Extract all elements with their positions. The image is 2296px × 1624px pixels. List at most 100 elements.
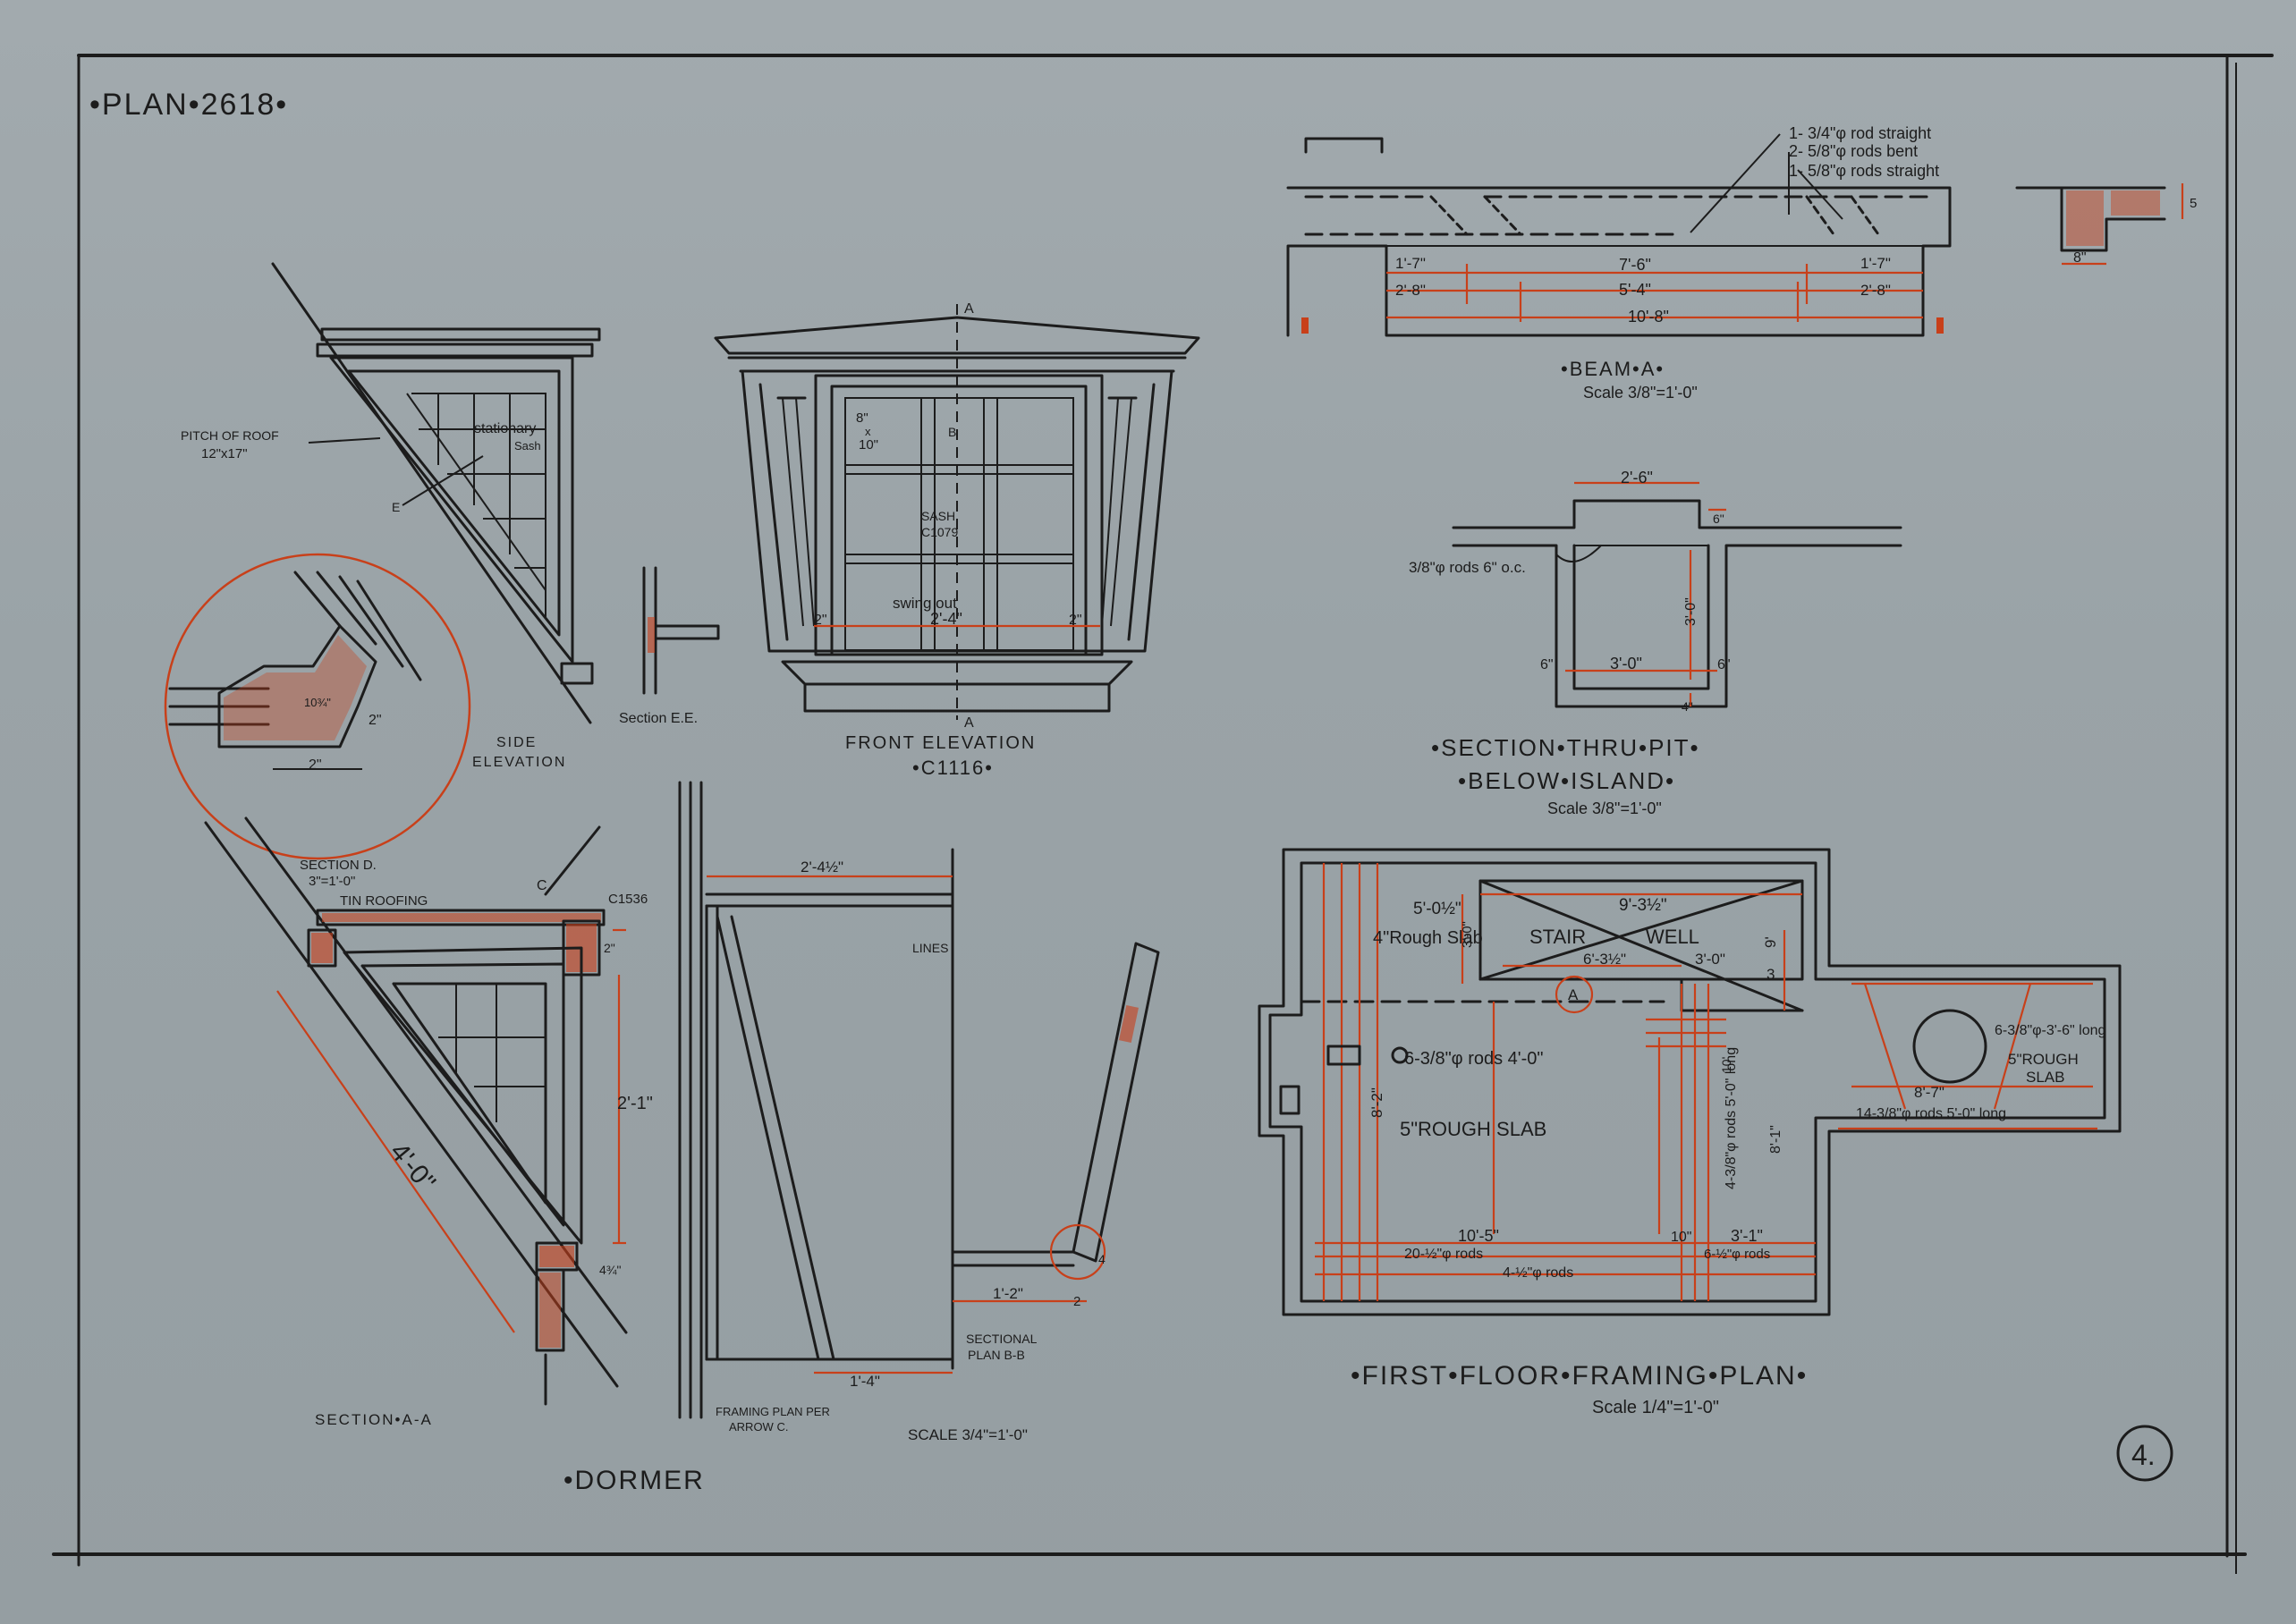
pit-dim-top: 2'-6" (1621, 469, 1653, 486)
ff-d9: 10' (1719, 1057, 1733, 1073)
dormer-scale: SCALE 3/4"=1'-0" (908, 1426, 1028, 1443)
section-aa-dim-top: 2" (604, 941, 615, 955)
ff-rods1: 6-3/8"φ rods 4'-0" (1404, 1049, 1544, 1069)
cut-mark-e: E (392, 500, 400, 514)
ff-d13: 3'-1" (1731, 1227, 1763, 1245)
plan-number: •PLAN•2618• (89, 88, 288, 122)
beam-note-2: 2- 5/8"φ rods bent (1789, 142, 1918, 160)
ff-beam-a: A (1568, 986, 1579, 1003)
sheet-number-badge: 4. (2116, 1425, 2173, 1482)
front-elevation-code: •C1116• (912, 757, 994, 779)
ff-d6: 9' (1762, 936, 1779, 948)
first-floor-scale: Scale 1/4"=1'-0" (1592, 1398, 1719, 1417)
sectional-mark: 4 (1098, 1252, 1106, 1266)
pit-title-2: •BELOW•ISLAND• (1458, 767, 1675, 794)
glass-size-2: x (865, 425, 871, 438)
first-floor-plan: 5'-0½" 9'-3½" 4"Rough Slab STAIR WELL 6'… (1258, 848, 2122, 1417)
beam-dim-r2-a: 2'-8" (1395, 282, 1426, 299)
detail-dim-width: 2" (309, 757, 322, 773)
sash-note-2: Sash (514, 439, 541, 453)
tin-roofing-note: TIN ROOFING (340, 893, 428, 909)
sash-label-2: C1079 (921, 525, 958, 539)
ff-d2: 9'-3½" (1619, 896, 1667, 915)
beam-a: 1- 3/4"φ rod straight 2- 5/8"φ rods bent… (1286, 124, 2197, 402)
framing-label-2: ARROW C. (729, 1420, 788, 1434)
pit-rod-note: 3/8"φ rods 6" o.c. (1409, 559, 1526, 576)
side-elevation-label-1: SIDE (496, 735, 537, 750)
beam-dim-r2-c: 2'-8" (1860, 282, 1891, 299)
sectional-plan-bb: 1'-2" 2 4 SECTIONAL PLAN B-B SCALE 3/4"=… (908, 942, 1160, 1443)
beam-dim-total: 10'-8" (1628, 308, 1669, 326)
beam-dim-r1-a: 1'-7" (1395, 255, 1426, 272)
sash-label-1: SASH (921, 509, 955, 523)
ff-d11: 10'-5" (1458, 1227, 1499, 1245)
beam-dim-r2-b: 5'-4" (1619, 281, 1651, 299)
pit-dim-bottom: 3'-0" (1610, 655, 1642, 672)
section-aa-dim-small: 4¾" (599, 1263, 621, 1277)
ff-d4: 3'-0" (1695, 951, 1725, 968)
ff-bay-slab2: SLAB (2026, 1069, 2064, 1086)
sectional-label-1: SECTIONAL (966, 1332, 1038, 1346)
sheet-border (52, 54, 2274, 1574)
section-ee: Section E.E. (619, 566, 720, 726)
pitch-note-1: PITCH OF ROOF (181, 428, 279, 443)
framing-lines-note: LINES (912, 941, 948, 955)
beam-scale: Scale 3/8"=1'-0" (1583, 384, 1698, 402)
glass-size-1: 8" (856, 410, 868, 426)
ff-rough5: 5"ROUGH SLAB (1400, 1118, 1546, 1140)
section-ee-label: Section E.E. (619, 711, 698, 726)
detail-dim-angle: 10¾" (304, 696, 331, 709)
ff-rough4: 4"Rough Slab (1373, 928, 1483, 948)
framing-dim-bottom: 1'-4" (850, 1373, 880, 1390)
ff-d10: 8'-1" (1768, 1125, 1783, 1154)
ff-bay-dim: 8'-7" (1914, 1084, 1944, 1101)
front-mark-a-top: A (964, 301, 974, 317)
framing-label-1: FRAMING PLAN PER (716, 1405, 830, 1418)
beam-dim-r1-b: 7'-6" (1619, 256, 1651, 274)
framing-dim-top: 2'-4½" (801, 859, 843, 875)
beam-note-3: 1- 5/8"φ rods straight (1789, 162, 1939, 180)
beam-section-width: 8" (2073, 250, 2087, 266)
pit-dim-height: 3'-0" (1683, 597, 1699, 626)
front-dim-left: 2" (814, 613, 827, 628)
front-mark-a-bottom: A (964, 715, 974, 731)
ff-bay-rods: 6-3/8"φ-3'-6" long (1995, 1023, 2105, 1038)
detail-circle: 2" 2" 10¾" (164, 553, 471, 860)
ff-rods4: 4-½"φ rods (1503, 1265, 1573, 1281)
section-aa-code: C1536 (608, 892, 648, 907)
ff-d8: 8'-2" (1368, 1087, 1385, 1118)
front-elevation: A A 8" x 10" B SASH C1079 swing out (714, 301, 1200, 779)
ff-d7: 3 (1766, 966, 1775, 983)
ff-rods2: 4-3/8"φ rods 5'-0" long (1724, 1047, 1739, 1189)
pit-scale: Scale 3/8"=1'-0" (1547, 799, 1662, 817)
framing-plan-arrow-c: 2'-4½" 1'-4" LINES FRAMING PLAN PER ARRO… (678, 781, 954, 1434)
front-elevation-label: FRONT ELEVATION (845, 733, 1036, 753)
ff-d5: 3'-0" (1460, 921, 1475, 948)
beam-note-1: 1- 3/4"φ rod straight (1789, 124, 1931, 142)
front-dim-width: 2'-4" (930, 610, 962, 628)
beam-section-height: 5 (2190, 196, 2197, 211)
sheet-number: 4. (2131, 1439, 2156, 1471)
pit-dim-step: 6" (1713, 512, 1724, 526)
ff-d12: 10" (1671, 1230, 1691, 1245)
dormer-title: •DORMER (563, 1466, 705, 1495)
beam-dim-r1-c: 1'-7" (1860, 255, 1891, 272)
pit-dim-right: 6" (1717, 657, 1731, 672)
section-aa-label: SECTION•A-A (315, 1411, 433, 1428)
ff-well: WELL (1646, 926, 1699, 948)
ff-bay-slab1: 5"ROUGH (2008, 1051, 2079, 1068)
ff-d3: 6'-3½" (1583, 951, 1626, 968)
side-elevation-label-2: ELEVATION (472, 755, 566, 770)
ff-d1: 5'-0½" (1413, 900, 1461, 918)
glass-size-3: 10" (859, 437, 878, 453)
pit-section: 2'-6" 3'-0" 6" 6" 3'-0" 4" 6" 3/8"φ rods… (1409, 469, 1902, 817)
side-elevation: PITCH OF ROOF 12"x17" stationary Sash E … (181, 262, 601, 770)
pit-dim-base: 4" (1682, 699, 1693, 714)
sectional-dim-b: 2 (1073, 1294, 1080, 1309)
ff-bay-rods2: 14-3/8"φ rods 5'-0" long (1856, 1106, 2006, 1121)
section-aa-dim-slope: 4'-0" (384, 1138, 441, 1197)
front-dim-right: 2" (1069, 613, 1082, 628)
section-d-label: SECTION D. (300, 858, 377, 873)
